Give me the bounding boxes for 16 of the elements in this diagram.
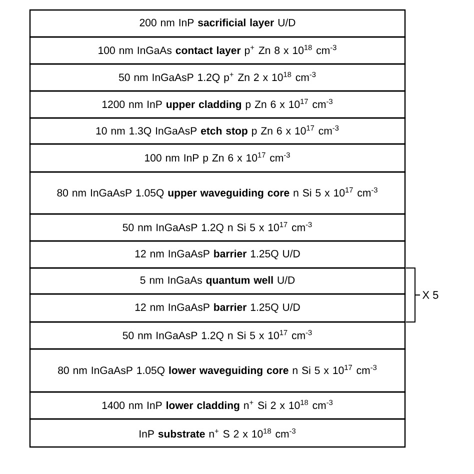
layer-box: 50 nm InGaAsP 1.2Q p$^{+}$ Zn 2 x 10$^{18}$ cm$^{-3}$ — [29, 63, 406, 92]
layer-box: 100 nm InGaAs contact layer p$^{+}$ Zn 8 x 10$^{18}$ cm$^{-3}$ — [29, 36, 406, 65]
layer-box: 1400 nm InP lower cladding n$^{+}$ Si 2 x 10$^{18}$ cm$^{-3}$ — [29, 391, 406, 420]
layer-box: 12 nm InGaAsP barrier 1.25Q U/D — [29, 240, 406, 269]
layer-box: 80 nm InGaAsP 1.05Q upper waveguiding core n Si 5 x 10$^{17}$ cm$^{-3}$ — [29, 171, 406, 215]
layer-box: 5 nm InGaAs quantum well U/D — [29, 267, 406, 295]
layer-box: 50 nm InGaAsP 1.2Q n Si 5 x 10$^{17}$ cm$^{-3}$ — [29, 213, 406, 242]
repeat-label: X 5 — [422, 291, 438, 299]
layer-box: 10 nm 1.3Q InGaAsP etch stop p Zn 6 x 10$^{17}$ cm$^{-3}$ — [29, 117, 406, 145]
layer-box: 100 nm InP p Zn 6 x 10$^{17}$ cm$^{-3}$ — [29, 143, 406, 173]
layer-box: 50 nm InGaAsP 1.2Q n Si 5 x 10$^{17}$ cm$^{-3}$ — [29, 321, 406, 350]
layer-box: 200 nm InP sacrificial layer U/D — [29, 9, 406, 38]
layer-box: 80 nm InGaAsP 1.05Q lower waveguiding core n Si 5 x 10$^{17}$ cm$^{-3}$ — [29, 348, 406, 393]
layer-box: InP substrate n$^{+}$ S 2 x 10$^{18}$ cm$^{-3}$ — [29, 418, 406, 448]
layer-box: 1200 nm InP upper cladding p Zn 6 x 10$^{17}$ cm$^{-3}$ — [29, 90, 406, 119]
layer-box: 12 nm InGaAsP barrier 1.25Q U/D — [29, 293, 406, 323]
